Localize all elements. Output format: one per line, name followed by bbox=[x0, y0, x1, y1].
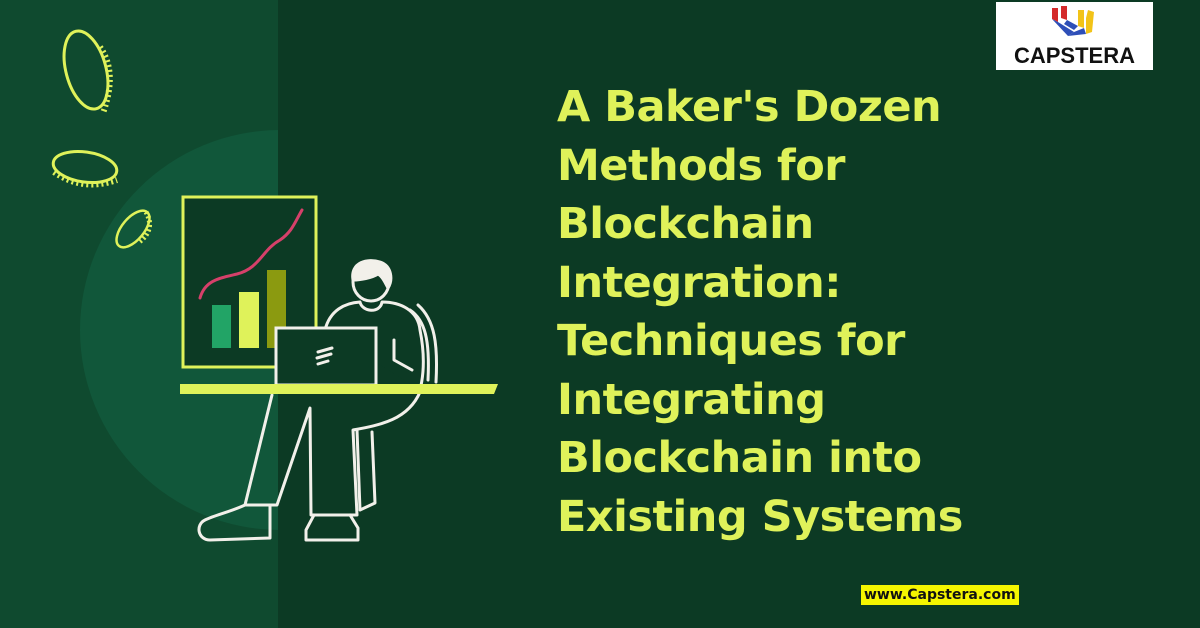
logo-text: CAPSTERA bbox=[1013, 43, 1135, 68]
capstera-logo[interactable]: CAPSTERA bbox=[996, 2, 1153, 70]
coin-icon bbox=[62, 29, 113, 115]
coin-icon bbox=[51, 149, 119, 188]
title-line: Blockchain into bbox=[557, 433, 922, 483]
coin-icon bbox=[115, 209, 153, 249]
website-url-link[interactable]: www.Capstera.com bbox=[861, 585, 1019, 605]
title-line: A Baker's Dozen bbox=[557, 82, 942, 132]
title-line: Techniques for bbox=[557, 316, 905, 366]
illustration bbox=[51, 29, 498, 542]
capstera-cube-logo-icon bbox=[1052, 6, 1094, 36]
title-line: Existing Systems bbox=[557, 491, 963, 542]
page-title: A Baker's Dozen Methods for Blockchain I… bbox=[557, 78, 1077, 546]
title-line: Integration: bbox=[557, 257, 841, 308]
title-line: Methods for bbox=[557, 140, 845, 191]
laptop-icon bbox=[274, 326, 378, 387]
title-line: Integrating bbox=[557, 374, 826, 425]
title-line: Blockchain bbox=[557, 199, 814, 249]
desk bbox=[180, 384, 498, 394]
